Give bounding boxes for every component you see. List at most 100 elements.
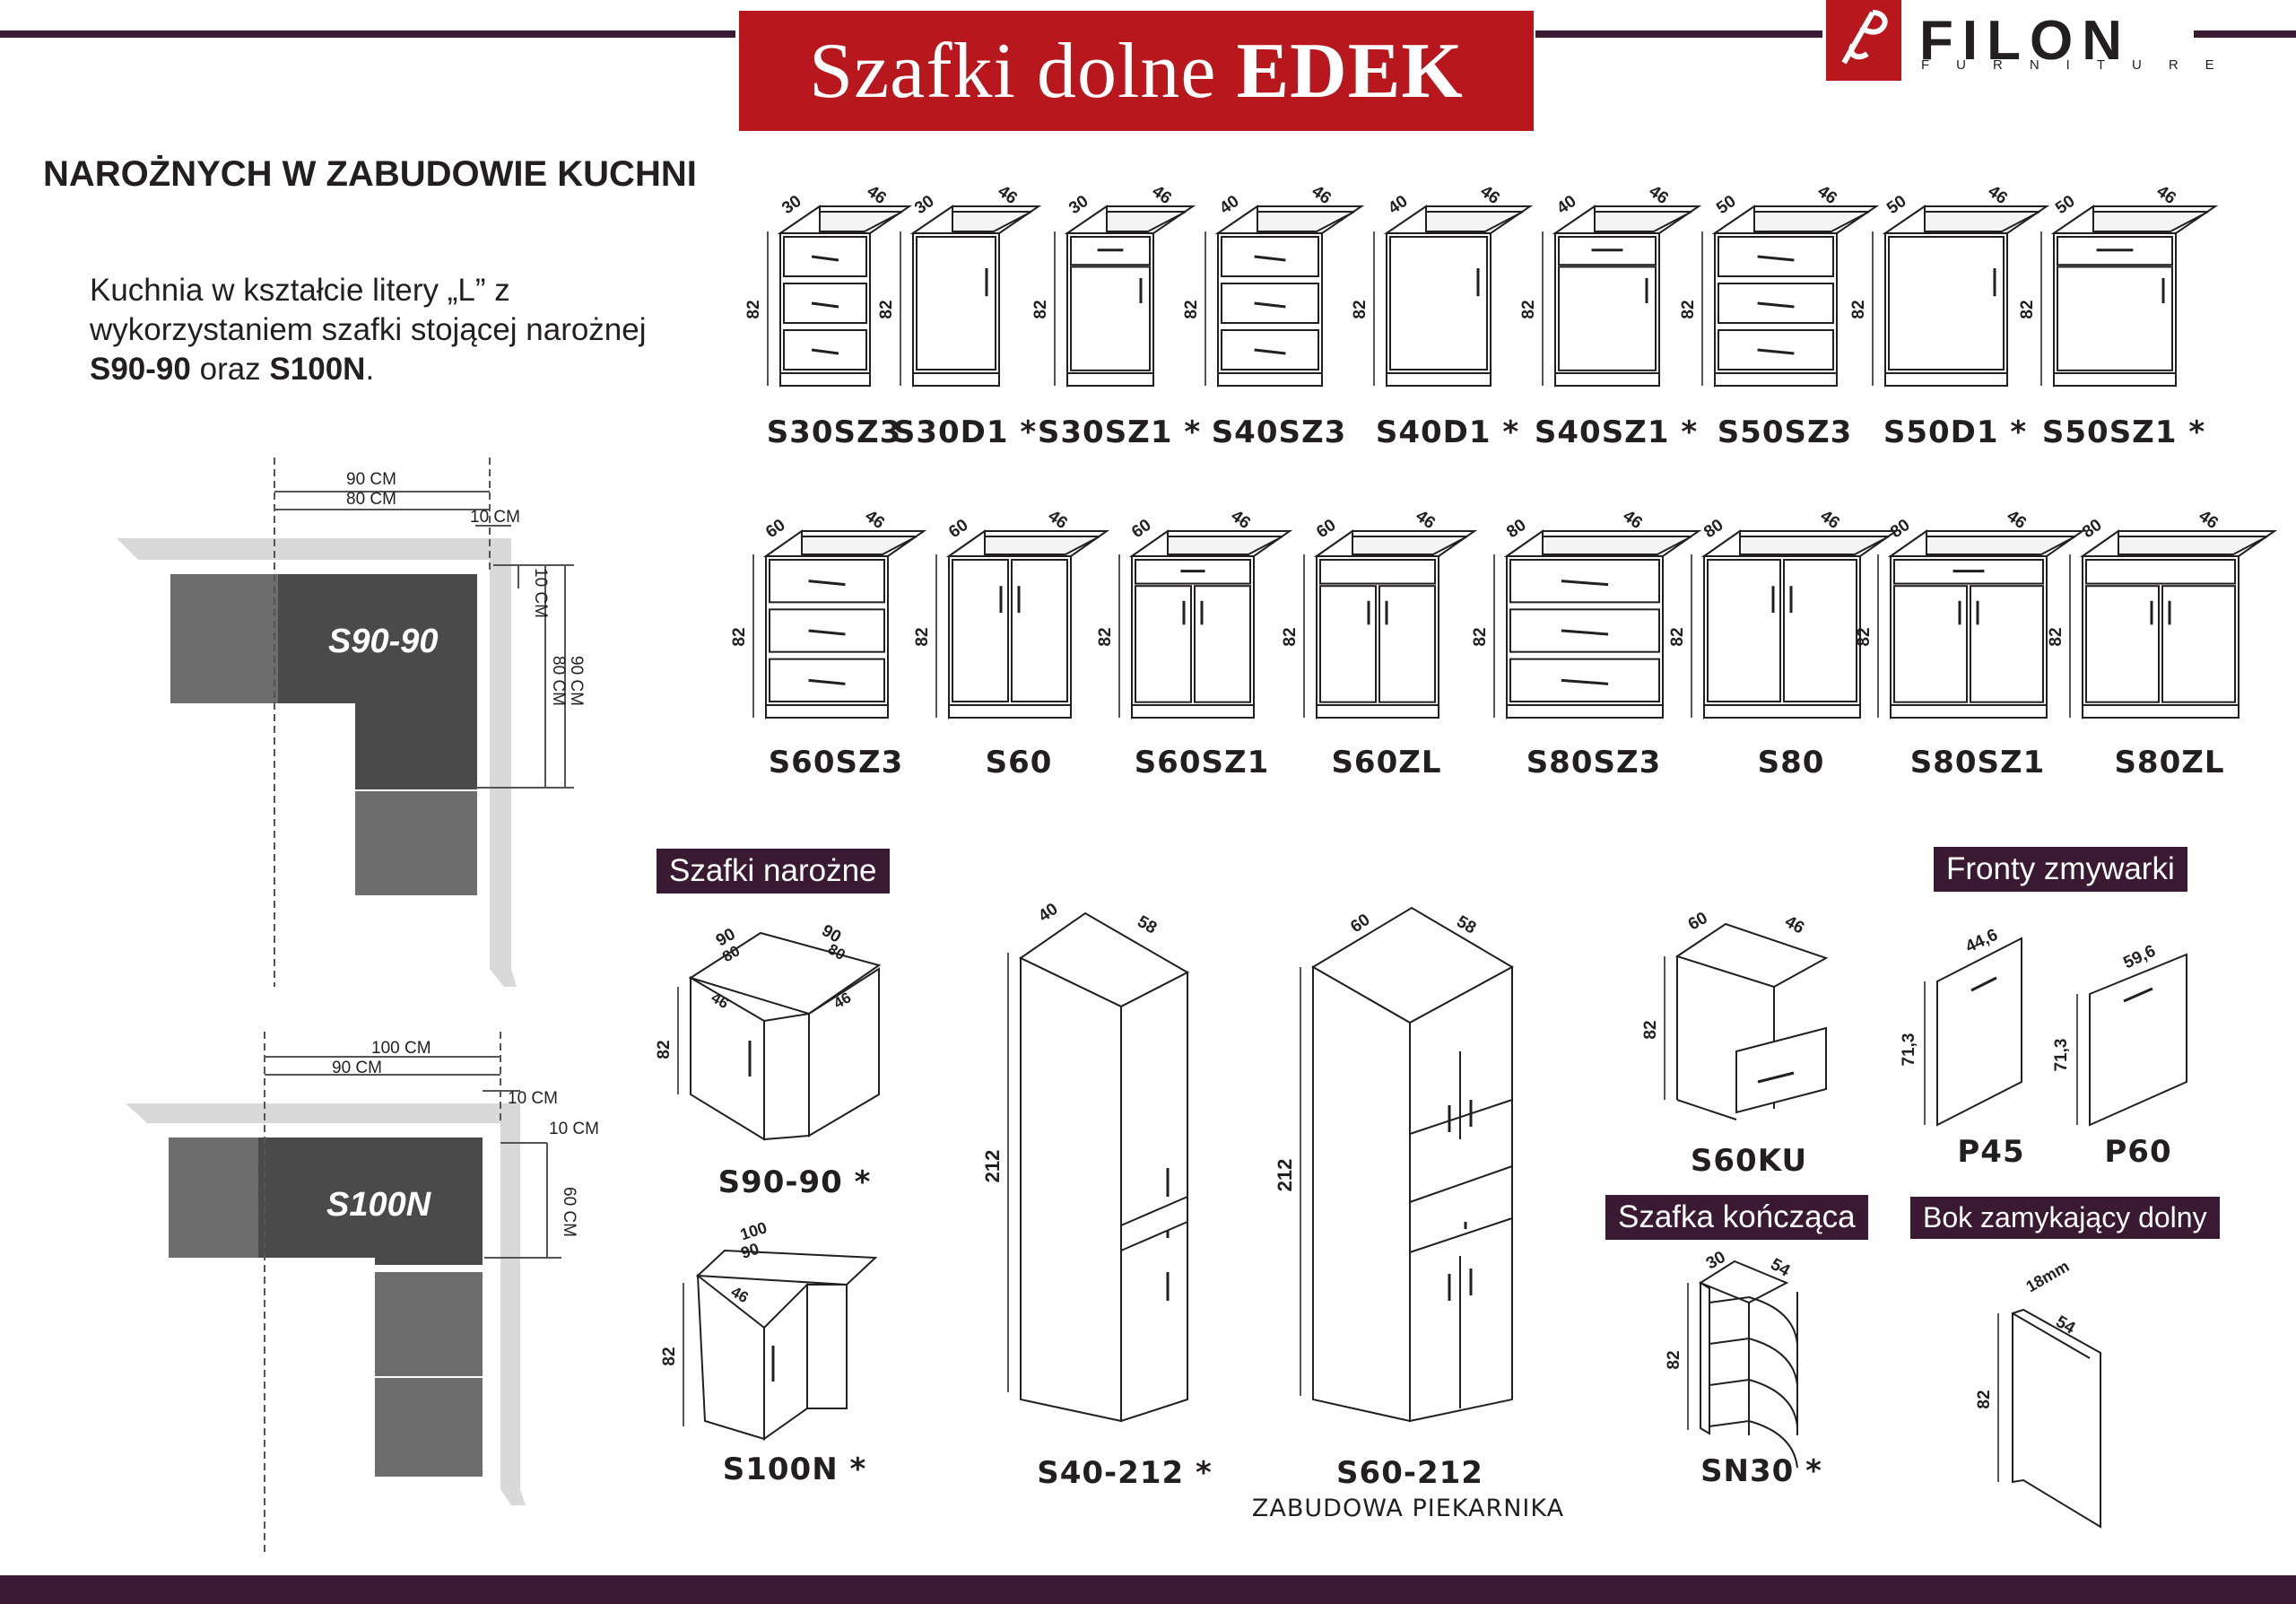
title-prefix: Szafki dolne bbox=[809, 27, 1217, 115]
p45-handle bbox=[1970, 976, 1997, 992]
row2-cab-5-dim-d-text: 46 bbox=[1816, 507, 1842, 533]
top-rule-far-right bbox=[2194, 31, 2296, 38]
plan1-dim-90: 90 CM bbox=[346, 470, 396, 489]
p60-dim-h-text: 71,3 bbox=[2052, 1039, 2071, 1072]
row1-cab-0-dim-w-text: 30 bbox=[778, 192, 804, 218]
top-rule-right bbox=[1535, 31, 1822, 38]
row2-label-2: S60SZ1 bbox=[1134, 745, 1270, 780]
row2-cab-0-handle-0 bbox=[808, 580, 846, 587]
row1-cab-0-drawer-2 bbox=[783, 329, 867, 370]
row1-cab-1-door bbox=[916, 236, 996, 370]
c9090-top bbox=[688, 931, 882, 1016]
t40-drawer-top bbox=[1120, 1196, 1188, 1226]
bottom-rule bbox=[0, 1575, 2296, 1604]
row1-cab-3-dim-w-text: 40 bbox=[1216, 192, 1242, 218]
label-s40212: S40-212 * bbox=[1037, 1455, 1213, 1491]
row1-cab-8-door bbox=[2057, 266, 2173, 371]
row1-cab-6-dim-h-text: 82 bbox=[1679, 300, 1698, 318]
brand-sub: FURNITURE bbox=[1921, 57, 2241, 73]
row2-cab-7-dim-d-text: 46 bbox=[2195, 507, 2221, 533]
row2-cab-3-door-l bbox=[1319, 585, 1377, 703]
row2-label-5: S80 bbox=[1757, 745, 1825, 780]
sn-shelf-1 bbox=[1709, 1337, 1798, 1386]
row2-label-1: S60 bbox=[985, 745, 1053, 780]
label-sn30: SN30 * bbox=[1700, 1453, 1822, 1489]
row2-cab-3-dim-d-text: 46 bbox=[1412, 507, 1438, 533]
label-s60ku: S60KU bbox=[1690, 1143, 1808, 1179]
row1-cab-0-handle-1 bbox=[811, 301, 839, 309]
label-s9090: S90-90 * bbox=[718, 1164, 872, 1200]
row1-cab-3-dim-h-text: 82 bbox=[1182, 300, 1201, 318]
plan-diagram-s9090 bbox=[117, 458, 574, 987]
sn-dim-h-text: 82 bbox=[1665, 1350, 1683, 1369]
row2-cab-0-dim-h-text: 82 bbox=[730, 627, 749, 646]
p60-panel bbox=[2089, 953, 2187, 1127]
row2-cab-7-dim-w-text: 80 bbox=[2079, 516, 2105, 542]
row2-cab-7-dim-h-text: 82 bbox=[2047, 627, 2066, 646]
sn-shelf-0 bbox=[1709, 1295, 1798, 1345]
row2-cab-7-panel bbox=[2085, 559, 2236, 585]
row1-cab-8-dim-h-text: 82 bbox=[2018, 300, 2037, 318]
row2-cab-3-dim-h-text: 82 bbox=[1281, 627, 1300, 646]
row2-cab-3-panel bbox=[1319, 559, 1436, 585]
row2-cab-4-handle-1 bbox=[1561, 629, 1609, 636]
title-bold: EDEK bbox=[1236, 27, 1464, 115]
row2-cab-3-dim-w-text: 60 bbox=[1313, 516, 1339, 542]
row1-cab-5-dim-w-text: 40 bbox=[1553, 192, 1579, 218]
row1-cab-7-door bbox=[1888, 236, 2005, 370]
row1-cab-3-dim-d-text: 46 bbox=[1308, 182, 1334, 208]
row1-cab-2-dim-h-text: 82 bbox=[1031, 300, 1050, 318]
t40-side bbox=[1020, 956, 1122, 1423]
row2-cab-6-dim-d-text: 46 bbox=[2003, 507, 2029, 533]
row1-cab-6-drawer-1 bbox=[1718, 283, 1834, 324]
row2-cab-4-drawer-0 bbox=[1509, 559, 1660, 604]
ku-dim-h-text: 82 bbox=[1641, 1020, 1660, 1039]
row1-label-7: S50D1 * bbox=[1883, 414, 2028, 450]
row2-cab-5-door-r bbox=[1783, 559, 1857, 702]
row2-cab-4-handle-0 bbox=[1561, 580, 1609, 587]
t60-dim-h-text: 212 bbox=[1274, 1159, 1296, 1192]
tag-corner-cabinets: Szafki narożne bbox=[657, 849, 890, 894]
p45-panel bbox=[1936, 937, 2022, 1127]
row1-cab-3-handle-0 bbox=[1254, 255, 1286, 262]
row1-cab-4-door bbox=[1389, 236, 1488, 370]
plan1-dim-10-top: 10 CM bbox=[470, 508, 520, 527]
row1-label-4: S40D1 * bbox=[1375, 414, 1520, 450]
plan1-dim-80: 80 CM bbox=[346, 490, 396, 509]
t40-dim-d-text: 58 bbox=[1134, 912, 1160, 938]
row1-cab-6-drawer-2 bbox=[1718, 329, 1834, 370]
row2-cab-1-dim-h-text: 82 bbox=[913, 627, 932, 646]
tag-dishwasher-fronts: Fronty zmywarki bbox=[1934, 847, 2187, 892]
t40-dim-w-text: 40 bbox=[1035, 900, 1061, 926]
row2-cab-6-door-r bbox=[1970, 585, 2044, 703]
desc-code-1: S90-90 bbox=[90, 352, 191, 387]
row2-cab-5-door-l bbox=[1707, 559, 1781, 702]
row1-cab-3-drawer-2 bbox=[1221, 329, 1319, 370]
t40-dim-h-text: 212 bbox=[981, 1150, 1004, 1183]
p45-dim-h-text: 71,3 bbox=[1900, 1033, 1918, 1067]
row1-cab-7-dim-d-text: 46 bbox=[1984, 182, 2010, 208]
row1-cab-5-dim-d-text: 46 bbox=[1645, 182, 1671, 208]
row2-cab-4-dim-d-text: 46 bbox=[1619, 507, 1645, 533]
row1-cab-4-dim-h-text: 82 bbox=[1351, 300, 1370, 318]
c100-door bbox=[763, 1282, 808, 1441]
row2-cab-0-dim-w-text: 60 bbox=[762, 516, 788, 542]
label-s60212: S60-212 bbox=[1336, 1455, 1483, 1491]
row2-cab-0-drawer-1 bbox=[769, 608, 885, 653]
tag-side-panel: Bok zamykający dolny bbox=[1910, 1197, 2220, 1239]
row1-label-8: S50SZ1 * bbox=[2041, 414, 2206, 450]
row1-cab-4-dim-d-text: 46 bbox=[1476, 182, 1502, 208]
row2-cab-5-dim-w-text: 80 bbox=[1700, 516, 1726, 542]
plan-diagram-s100n bbox=[126, 1032, 561, 1552]
desc-mid: oraz bbox=[190, 352, 270, 387]
bok-dim-h-text: 82 bbox=[1975, 1390, 1994, 1408]
row2-cab-2-dim-h-text: 82 bbox=[1096, 627, 1115, 646]
t60-side bbox=[1312, 965, 1411, 1423]
ku-drawer bbox=[1735, 1026, 1827, 1114]
row2-cab-0-handle-1 bbox=[808, 629, 846, 636]
row2-cab-2-dim-w-text: 60 bbox=[1128, 516, 1154, 542]
row1-cab-6-dim-d-text: 46 bbox=[1813, 182, 1839, 208]
ku-bot bbox=[1676, 1099, 1737, 1120]
row2-cab-2-dim-d-text: 46 bbox=[1227, 507, 1253, 533]
